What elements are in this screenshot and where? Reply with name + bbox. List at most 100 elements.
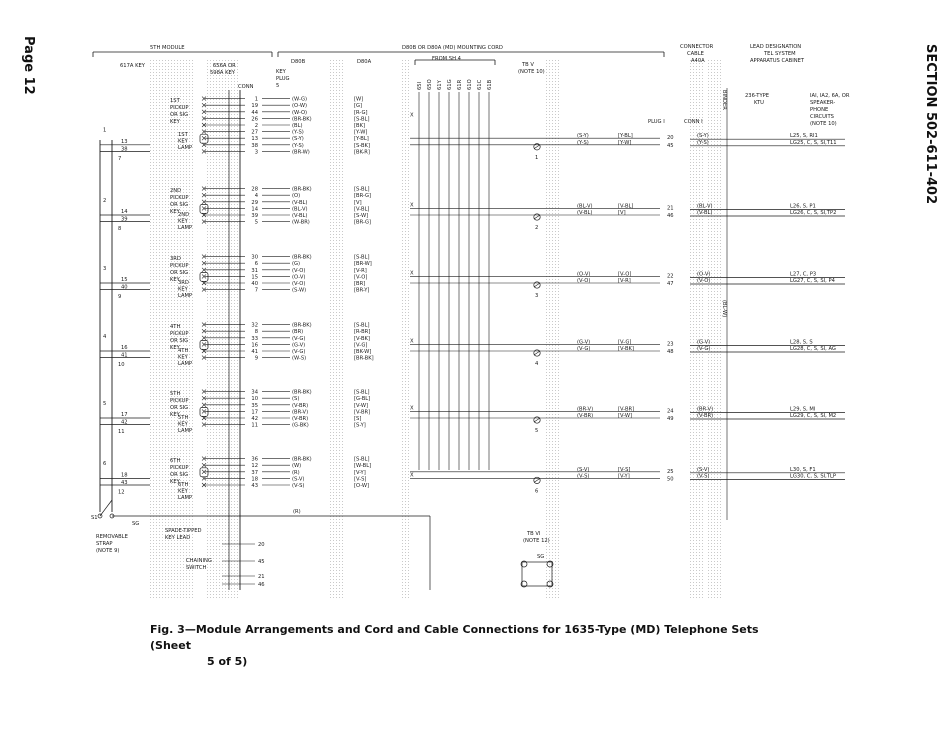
d80a-wire-code: [W] — [354, 97, 363, 103]
d80b-wire-code: (O-V) — [292, 274, 305, 280]
key-lamp-label: 1ST — [178, 132, 189, 138]
d80b-wire-code: (R) — [292, 470, 300, 476]
key-lamp-label: KEY — [178, 489, 189, 495]
plug-pin: 50 — [667, 476, 674, 482]
stipple-band — [150, 60, 195, 600]
key-number: 43 — [121, 480, 128, 486]
conn-pin: 7 — [255, 288, 258, 294]
stipple-band — [205, 60, 240, 600]
tb-vi-note: (NOTE 12) — [523, 538, 550, 544]
cable-wire-code: (V-BL) — [697, 210, 712, 216]
cable-wire-code: (S-Y) — [697, 133, 709, 139]
lead-designation: L25, S, RI1 — [790, 133, 818, 139]
sub-number: 7 — [118, 156, 121, 162]
crossover-mark: X — [410, 405, 414, 411]
d80a-wire-code: [V-BL] — [354, 206, 369, 212]
cable-wire-code: (Y-S) — [697, 140, 709, 146]
sub-number: 10 — [118, 362, 125, 368]
key-number: 41 — [121, 353, 128, 359]
lead-designation-title: LEAD DESIGNATION — [750, 44, 801, 50]
terminal-slash — [533, 417, 541, 423]
key-lamp-label: 6TH — [178, 482, 188, 488]
pickup-label: OR SIG — [170, 472, 188, 478]
x-mark — [201, 335, 207, 341]
key-number: 42 — [121, 420, 128, 426]
d80b-wire-code: (Y-S) — [292, 130, 304, 136]
d80b-wire-code: (BR-BK) — [292, 457, 312, 463]
x-mark — [201, 186, 207, 191]
x-mark — [201, 206, 207, 211]
d80b-wire-code: (V-O) — [292, 268, 305, 274]
terminal-icon — [546, 580, 554, 588]
d80b-wire-code: (BR-W) — [292, 149, 310, 155]
key-lamp-label: KEY — [178, 219, 189, 225]
chaining-label: SWITCH — [186, 565, 206, 571]
binder-label: BINDER — [721, 90, 727, 110]
from-sh4-title: FROM SH 4 — [432, 56, 462, 62]
conn-pin: 36 — [251, 457, 258, 463]
sg-label: SG — [537, 554, 544, 560]
tb-v-note: (NOTE 10) — [518, 69, 545, 75]
d80b-wire-code: (V-O) — [292, 281, 305, 287]
d80a-wire-code: [G-BL] — [354, 396, 370, 402]
conn-pin: 5 — [255, 220, 258, 226]
conn-pin: 30 — [251, 255, 258, 261]
x-mark — [201, 462, 207, 468]
x-mark — [201, 102, 207, 108]
plug-pin: 21 — [667, 205, 674, 211]
d80a-wire-code: [V-R] — [354, 268, 367, 274]
from-sh4-pin: 65I — [417, 81, 423, 90]
pickup-label: KEY — [170, 412, 181, 418]
lead-designation: LG27, C, S, SI, P4 — [790, 278, 836, 284]
key-lamp-label: 5TH — [178, 415, 188, 421]
key-lamp-label: 4TH — [178, 348, 188, 354]
conn-pin: 41 — [251, 349, 258, 355]
plug-wire-code: [Y-BL] — [618, 133, 633, 139]
d80b-wire-code: (V-G) — [292, 349, 305, 355]
x-mark — [201, 402, 207, 408]
circuits-label: CIRCUITS — [810, 114, 834, 120]
key-lamp-label: 3RD — [178, 280, 189, 286]
d80b-wire-code: (S) — [292, 396, 299, 402]
pickup-label: KEY — [170, 479, 181, 485]
d80a-wire-code: [V-S] — [354, 476, 366, 482]
x-mark — [201, 199, 207, 205]
pickup-label: PICKUP — [170, 195, 188, 201]
terminal-slash — [533, 350, 541, 356]
d80a-wire-code: [S-BL] — [354, 116, 369, 122]
lead-designation: L30, S, F1 — [790, 467, 816, 473]
d80b-wire-code: (W-BR) — [292, 220, 310, 226]
caption-line-1: Fig. 3—Module Arrangements and Cord and … — [150, 623, 759, 652]
conn-pin: 15 — [251, 274, 258, 280]
x-mark — [201, 129, 207, 134]
lead-designation: L29, S, MI — [790, 406, 816, 412]
x-mark — [201, 409, 207, 414]
d80b-wire-code: (V-BL) — [292, 200, 307, 206]
cable-wire-code: (V-G) — [697, 346, 710, 352]
r-wire-code: (R) — [293, 509, 301, 515]
lamp-icon — [199, 204, 209, 214]
switch-number: 3 — [103, 266, 106, 272]
d80b-wire-code: (G) — [292, 261, 300, 267]
terminal-number: 5 — [535, 428, 538, 434]
conn-pin: 12 — [251, 463, 258, 469]
d80b-wire-code: (Y-S) — [292, 143, 304, 149]
d80b-wire-code: (W-G) — [292, 97, 307, 103]
from-sh4-pin: 61G — [447, 79, 453, 90]
caption-line-2: 5 of 5) — [207, 655, 248, 668]
chaining-label: CHAINING — [186, 558, 212, 564]
lamp-icon — [199, 340, 209, 350]
d80b-wire-code: (W-S) — [292, 356, 306, 362]
connector-title: A40A — [691, 58, 705, 64]
conn-pin: 4 — [255, 193, 259, 199]
crossover-mark: X — [410, 270, 414, 276]
plug-wire-code: (Y-S) — [577, 140, 589, 146]
stipple-band — [545, 60, 560, 600]
d80b-wire-code: (BR) — [292, 329, 303, 335]
d80a-wire-code: [Y-BL] — [354, 136, 369, 142]
terminal-slash — [533, 144, 541, 150]
from-sh4-pin: 61R — [457, 79, 463, 90]
d80a-wire-code: [Y-W] — [354, 130, 367, 136]
